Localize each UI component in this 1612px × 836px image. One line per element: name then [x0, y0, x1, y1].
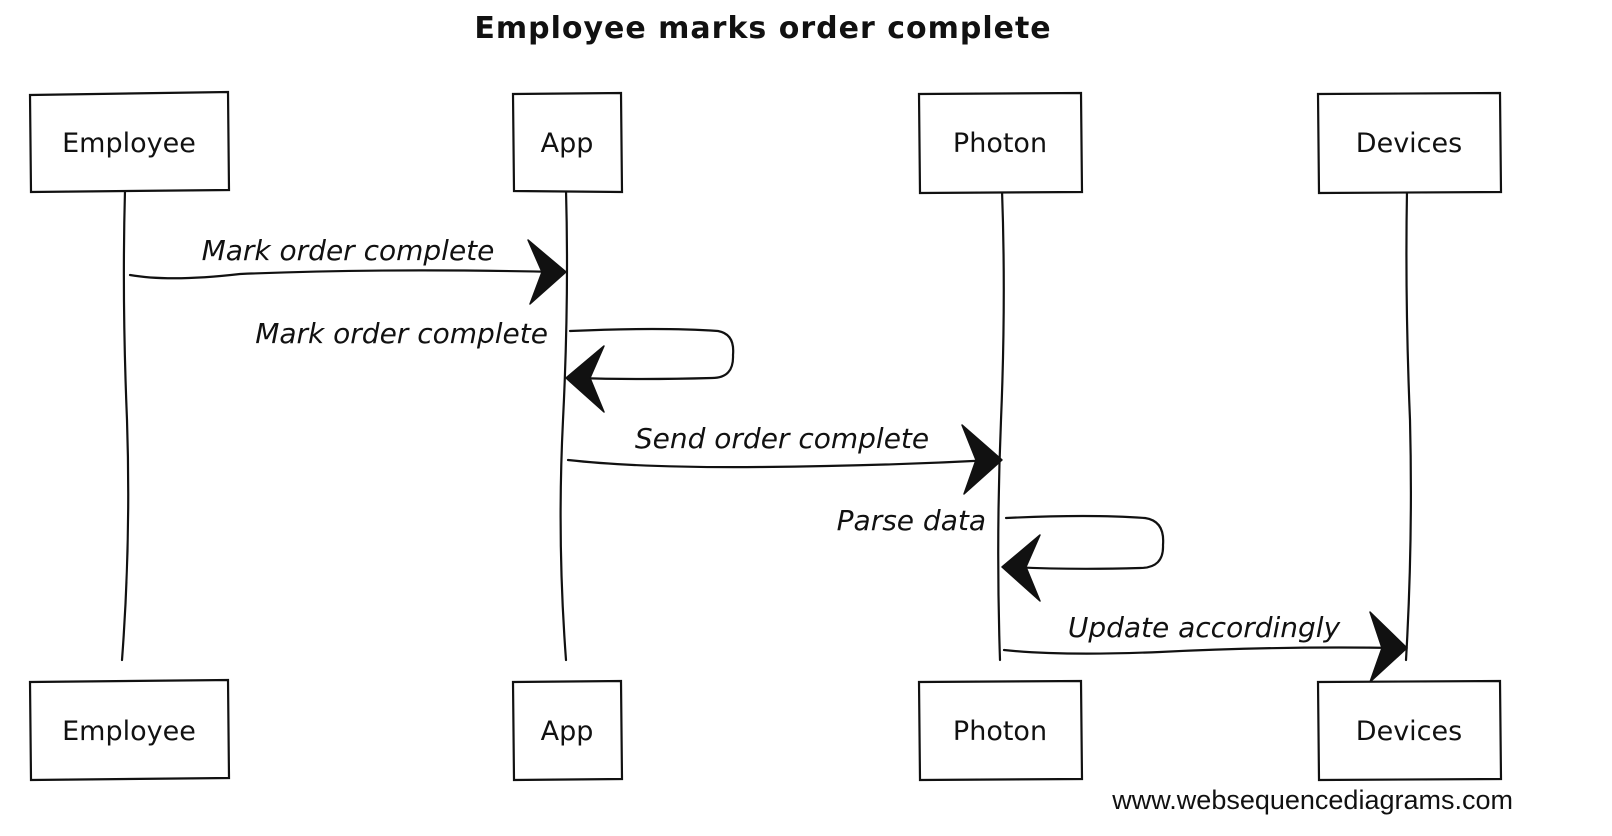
participant-label: Employee [62, 716, 196, 747]
participant-employee-bottom: Employee [28, 678, 231, 782]
participant-app-top: App [511, 91, 624, 194]
participant-label: App [541, 716, 594, 747]
participant-label: Devices [1356, 716, 1462, 747]
message-label: Send order complete [635, 422, 929, 455]
lifeline-employee [120, 188, 130, 662]
participant-devices-bottom: Devices [1316, 679, 1503, 782]
message-app-self: Mark order complete [255, 317, 735, 413]
message-photon-to-devices: Update accordingly [1002, 611, 1408, 683]
lifeline-app [559, 188, 569, 662]
message-photon-self: Parse data [837, 504, 1165, 602]
participant-app-bottom: App [511, 679, 624, 782]
message-label: Update accordingly [1068, 611, 1341, 644]
watermark-text: www.websequencediagrams.com [1111, 785, 1513, 815]
participant-devices-top: Devices [1316, 91, 1503, 195]
message-label: Parse data [837, 504, 986, 537]
participant-photon-bottom: Photon [917, 679, 1084, 782]
participant-label: Photon [953, 716, 1047, 747]
participant-photon-top: Photon [917, 91, 1084, 195]
participant-label: App [541, 128, 594, 159]
participant-label: Employee [62, 128, 196, 159]
message-app-to-photon: Send order complete [566, 422, 1003, 495]
participant-label: Photon [953, 128, 1047, 159]
lifeline-photon [997, 188, 1005, 662]
message-label: Mark order complete [255, 317, 548, 350]
participant-label: Devices [1356, 128, 1462, 159]
diagram-title: Employee marks order complete [474, 11, 1051, 46]
participant-employee-top: Employee [28, 90, 231, 194]
lifeline-devices [1404, 188, 1412, 662]
message-employee-to-app: Mark order complete [128, 234, 567, 305]
message-label: Mark order complete [202, 234, 495, 267]
